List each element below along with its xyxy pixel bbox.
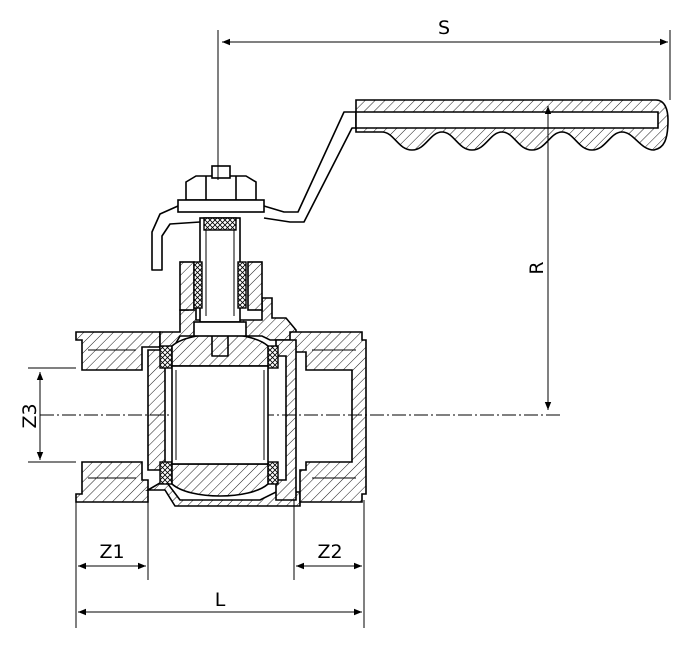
dimension-z2: Z2 — [293, 500, 365, 628]
dimension-r-label: R — [526, 261, 548, 274]
dimension-r: R — [526, 106, 552, 410]
lever-handle — [151, 99, 669, 271]
dimension-z1-label: Z1 — [99, 541, 124, 563]
dimension-z2-label: Z2 — [317, 541, 342, 563]
dimension-z1: Z1 — [75, 500, 149, 628]
dimension-l-label: L — [215, 589, 226, 611]
dimension-l: L — [78, 589, 362, 616]
stem-nut — [177, 165, 265, 213]
valve-stem — [179, 217, 263, 357]
dimension-z3-label: Z3 — [19, 403, 41, 428]
dimension-z3: Z3 — [19, 367, 76, 463]
dimension-s: S — [217, 17, 671, 180]
valve-body — [40, 297, 560, 507]
ball — [171, 333, 269, 497]
dimension-s-label: S — [438, 17, 450, 39]
